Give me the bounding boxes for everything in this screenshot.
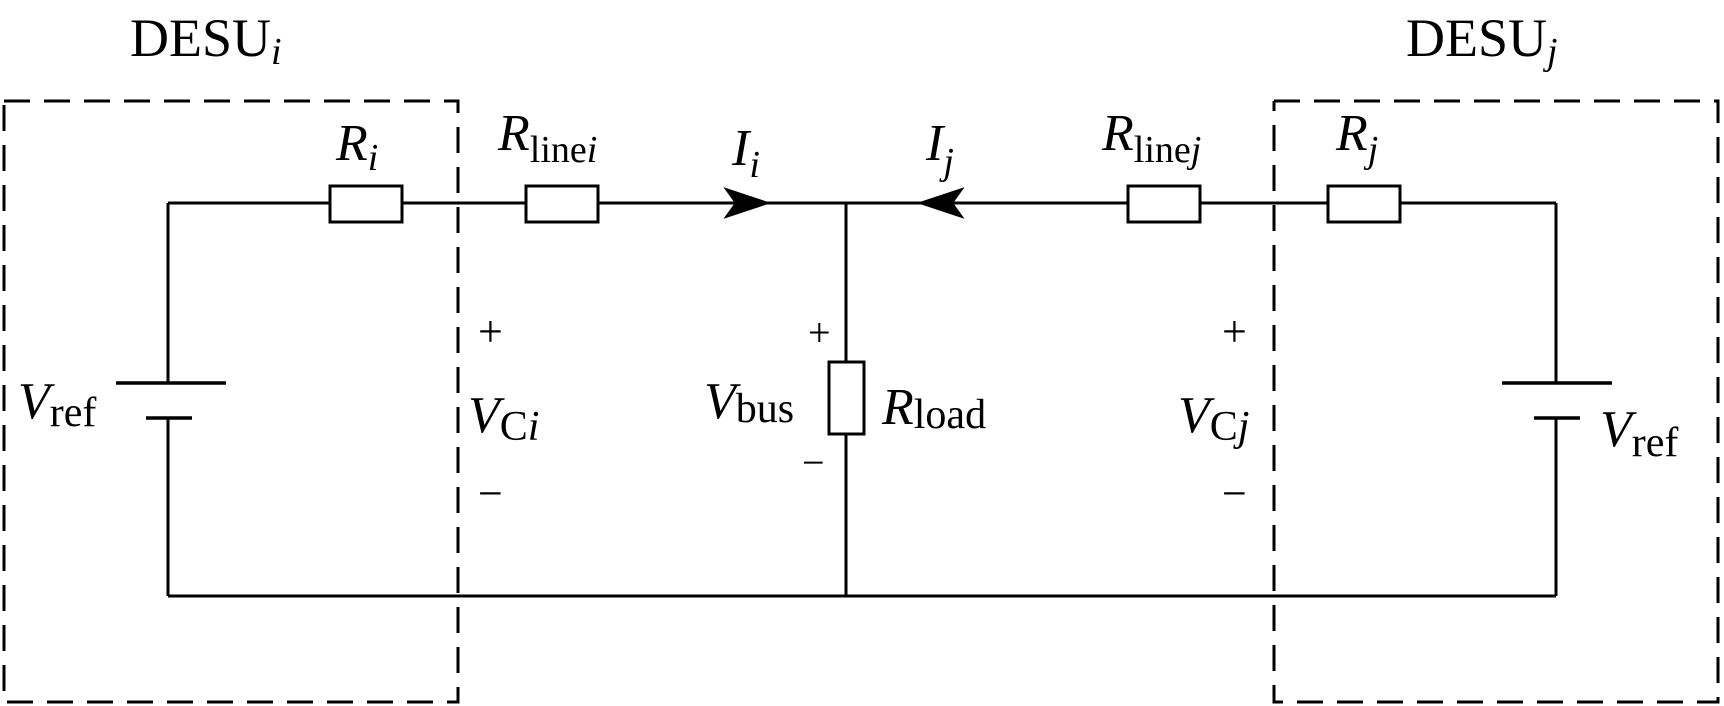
plus-sign-v-ci: + (478, 307, 503, 356)
label-current-j: Ij (925, 115, 954, 183)
load-resistor (827, 360, 866, 436)
plus-sign-v-cj: + (1222, 307, 1247, 356)
label-r-line-i: Rlinei (497, 105, 597, 171)
resistor-r-i (328, 184, 404, 224)
label-v-ref-left: Vref (18, 373, 96, 436)
label-r-i: Ri (335, 115, 378, 179)
label-r-load: Rload (881, 379, 986, 438)
resistor-r-line-j (1126, 184, 1202, 224)
current-arrow-j (916, 187, 965, 219)
label-v-bus: Vbus (704, 373, 794, 432)
label-desu-j: DESUj (1406, 8, 1558, 73)
label-v-cj: VCj (1178, 387, 1249, 450)
label-v-ci: VCi (468, 387, 539, 450)
minus-sign-v-ci: − (478, 469, 503, 518)
plus-sign-v-bus: + (808, 310, 831, 355)
current-arrow-i (723, 187, 772, 219)
label-r-line-j: Rlinej (1101, 105, 1201, 171)
desu-j-boundary (1272, 99, 1720, 704)
label-r-j: Rj (1335, 105, 1378, 171)
minus-sign-v-cj: − (1222, 469, 1247, 518)
resistor-r-j (1326, 184, 1402, 224)
resistor-r-line-i (524, 184, 600, 224)
label-v-ref-right: Vref (1600, 401, 1678, 466)
desu-i-boundary (2, 99, 460, 704)
label-current-i: Ii (731, 120, 760, 186)
label-desu-i: DESUi (130, 8, 282, 73)
minus-sign-v-bus: − (802, 440, 825, 485)
